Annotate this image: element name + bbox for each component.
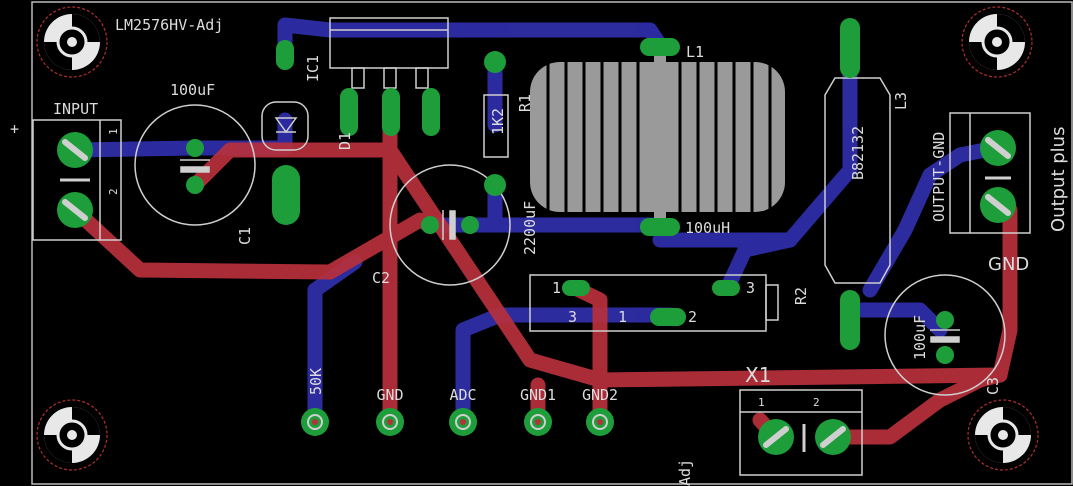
bottom-copper-traces	[67, 17, 1003, 428]
header-pin-adc: ADC	[449, 386, 477, 436]
inductor-l1	[530, 45, 785, 225]
r2-pin2-label: 2	[688, 308, 697, 326]
c2-value-label: 2200uF	[521, 201, 539, 255]
r2-pin1b-label: 1	[618, 308, 627, 326]
l3-ref-label: L3	[892, 92, 910, 110]
x1-pin2-label: 2	[813, 396, 820, 409]
x1-ref-label: X1	[745, 363, 771, 387]
r2-pin3-label: 3	[746, 279, 755, 297]
input-pin1-label: 1	[107, 128, 120, 135]
header-pin-label: GND1	[520, 386, 556, 404]
header-pin-label: ADC	[449, 386, 476, 404]
mounting-hole-bottom-left	[36, 399, 108, 471]
input-label: INPUT	[53, 100, 98, 118]
r2-pin1-label: 1	[552, 279, 561, 297]
header-pin-label: GND2	[582, 386, 618, 404]
c1-value-label: 100uF	[170, 81, 215, 99]
r2-ref-label: R2	[792, 287, 810, 305]
r1-ref-label: R1	[516, 94, 534, 112]
output-plus-label: Output plus	[1048, 127, 1069, 232]
x1-pin1-label: 1	[758, 396, 765, 409]
silkscreen	[32, 17, 1031, 476]
r1-value-label: 1K2	[489, 108, 507, 135]
c3-value-label: 100uF	[911, 315, 929, 360]
plus-left-label: +	[10, 120, 19, 138]
board-outline	[31, 1, 1073, 485]
d1-ref-label: D1	[336, 132, 354, 150]
adj-label: Adj	[676, 459, 694, 486]
header-pin-gnd1: GND1	[520, 386, 556, 436]
l3-part-label: B82132	[849, 126, 867, 180]
input-pin2-label: 2	[107, 188, 120, 195]
ic-ref-label: IC1	[304, 55, 322, 82]
c2-ref-label: C2	[372, 269, 390, 287]
header-pin-50k: 50K	[301, 368, 329, 436]
gnd-right-label: GND	[988, 254, 1029, 275]
output-gnd-label: OUTPUT-GND	[930, 132, 948, 222]
c3-ref-label: C3	[984, 377, 1002, 395]
header-pin-gnd: GND	[376, 386, 404, 436]
r2-pin3b-label: 3	[568, 308, 577, 326]
mounting-hole-top-right	[961, 6, 1033, 78]
header-pin-label: GND	[376, 386, 403, 404]
l1-value-label: 100uH	[685, 219, 730, 237]
mounting-hole-top-left	[36, 6, 108, 78]
c1-ref-label: C1	[236, 227, 254, 245]
mounting-hole-bottom-right	[967, 399, 1039, 471]
header-pin-label: 50K	[307, 368, 325, 395]
l1-ref-label: L1	[686, 43, 704, 61]
ic-name-label: LM2576HV-Adj	[115, 16, 223, 34]
header-pin-gnd2: GND2	[582, 386, 618, 436]
